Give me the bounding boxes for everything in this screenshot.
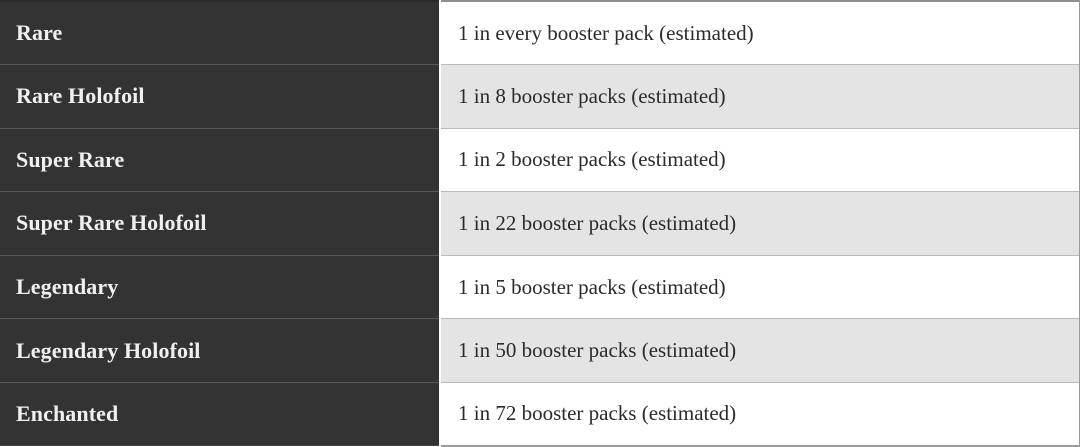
rarity-rate-cell: 1 in every booster pack (estimated) (439, 0, 1080, 66)
rarity-rate-cell: 1 in 8 booster packs (estimated) (439, 64, 1080, 129)
table-row: Enchanted 1 in 72 booster packs (estimat… (0, 381, 1080, 447)
rarity-label-cell: Super Rare Holofoil (0, 191, 441, 256)
rarity-label-cell: Legendary Holofoil (0, 318, 441, 383)
rarity-label-cell: Legendary (0, 254, 441, 320)
rarity-label-cell: Super Rare (0, 127, 441, 193)
table-row: Legendary Holofoil 1 in 50 booster packs… (0, 318, 1080, 383)
rarity-rate-cell: 1 in 22 booster packs (estimated) (439, 191, 1080, 256)
table-row: Super Rare 1 in 2 booster packs (estimat… (0, 127, 1080, 193)
table-row: Rare 1 in every booster pack (estimated) (0, 0, 1080, 66)
table-row: Super Rare Holofoil 1 in 22 booster pack… (0, 191, 1080, 256)
rarity-rate-cell: 1 in 72 booster packs (estimated) (439, 381, 1080, 447)
rarity-rate-cell: 1 in 50 booster packs (estimated) (439, 318, 1080, 383)
rarity-label-cell: Rare (0, 0, 441, 66)
rarity-rate-cell: 1 in 5 booster packs (estimated) (439, 254, 1080, 320)
table-row: Legendary 1 in 5 booster packs (estimate… (0, 254, 1080, 320)
rarity-label-cell: Enchanted (0, 381, 441, 447)
rarity-label-cell: Rare Holofoil (0, 64, 441, 129)
rarity-rate-cell: 1 in 2 booster packs (estimated) (439, 127, 1080, 193)
table-row: Rare Holofoil 1 in 8 booster packs (esti… (0, 64, 1080, 129)
